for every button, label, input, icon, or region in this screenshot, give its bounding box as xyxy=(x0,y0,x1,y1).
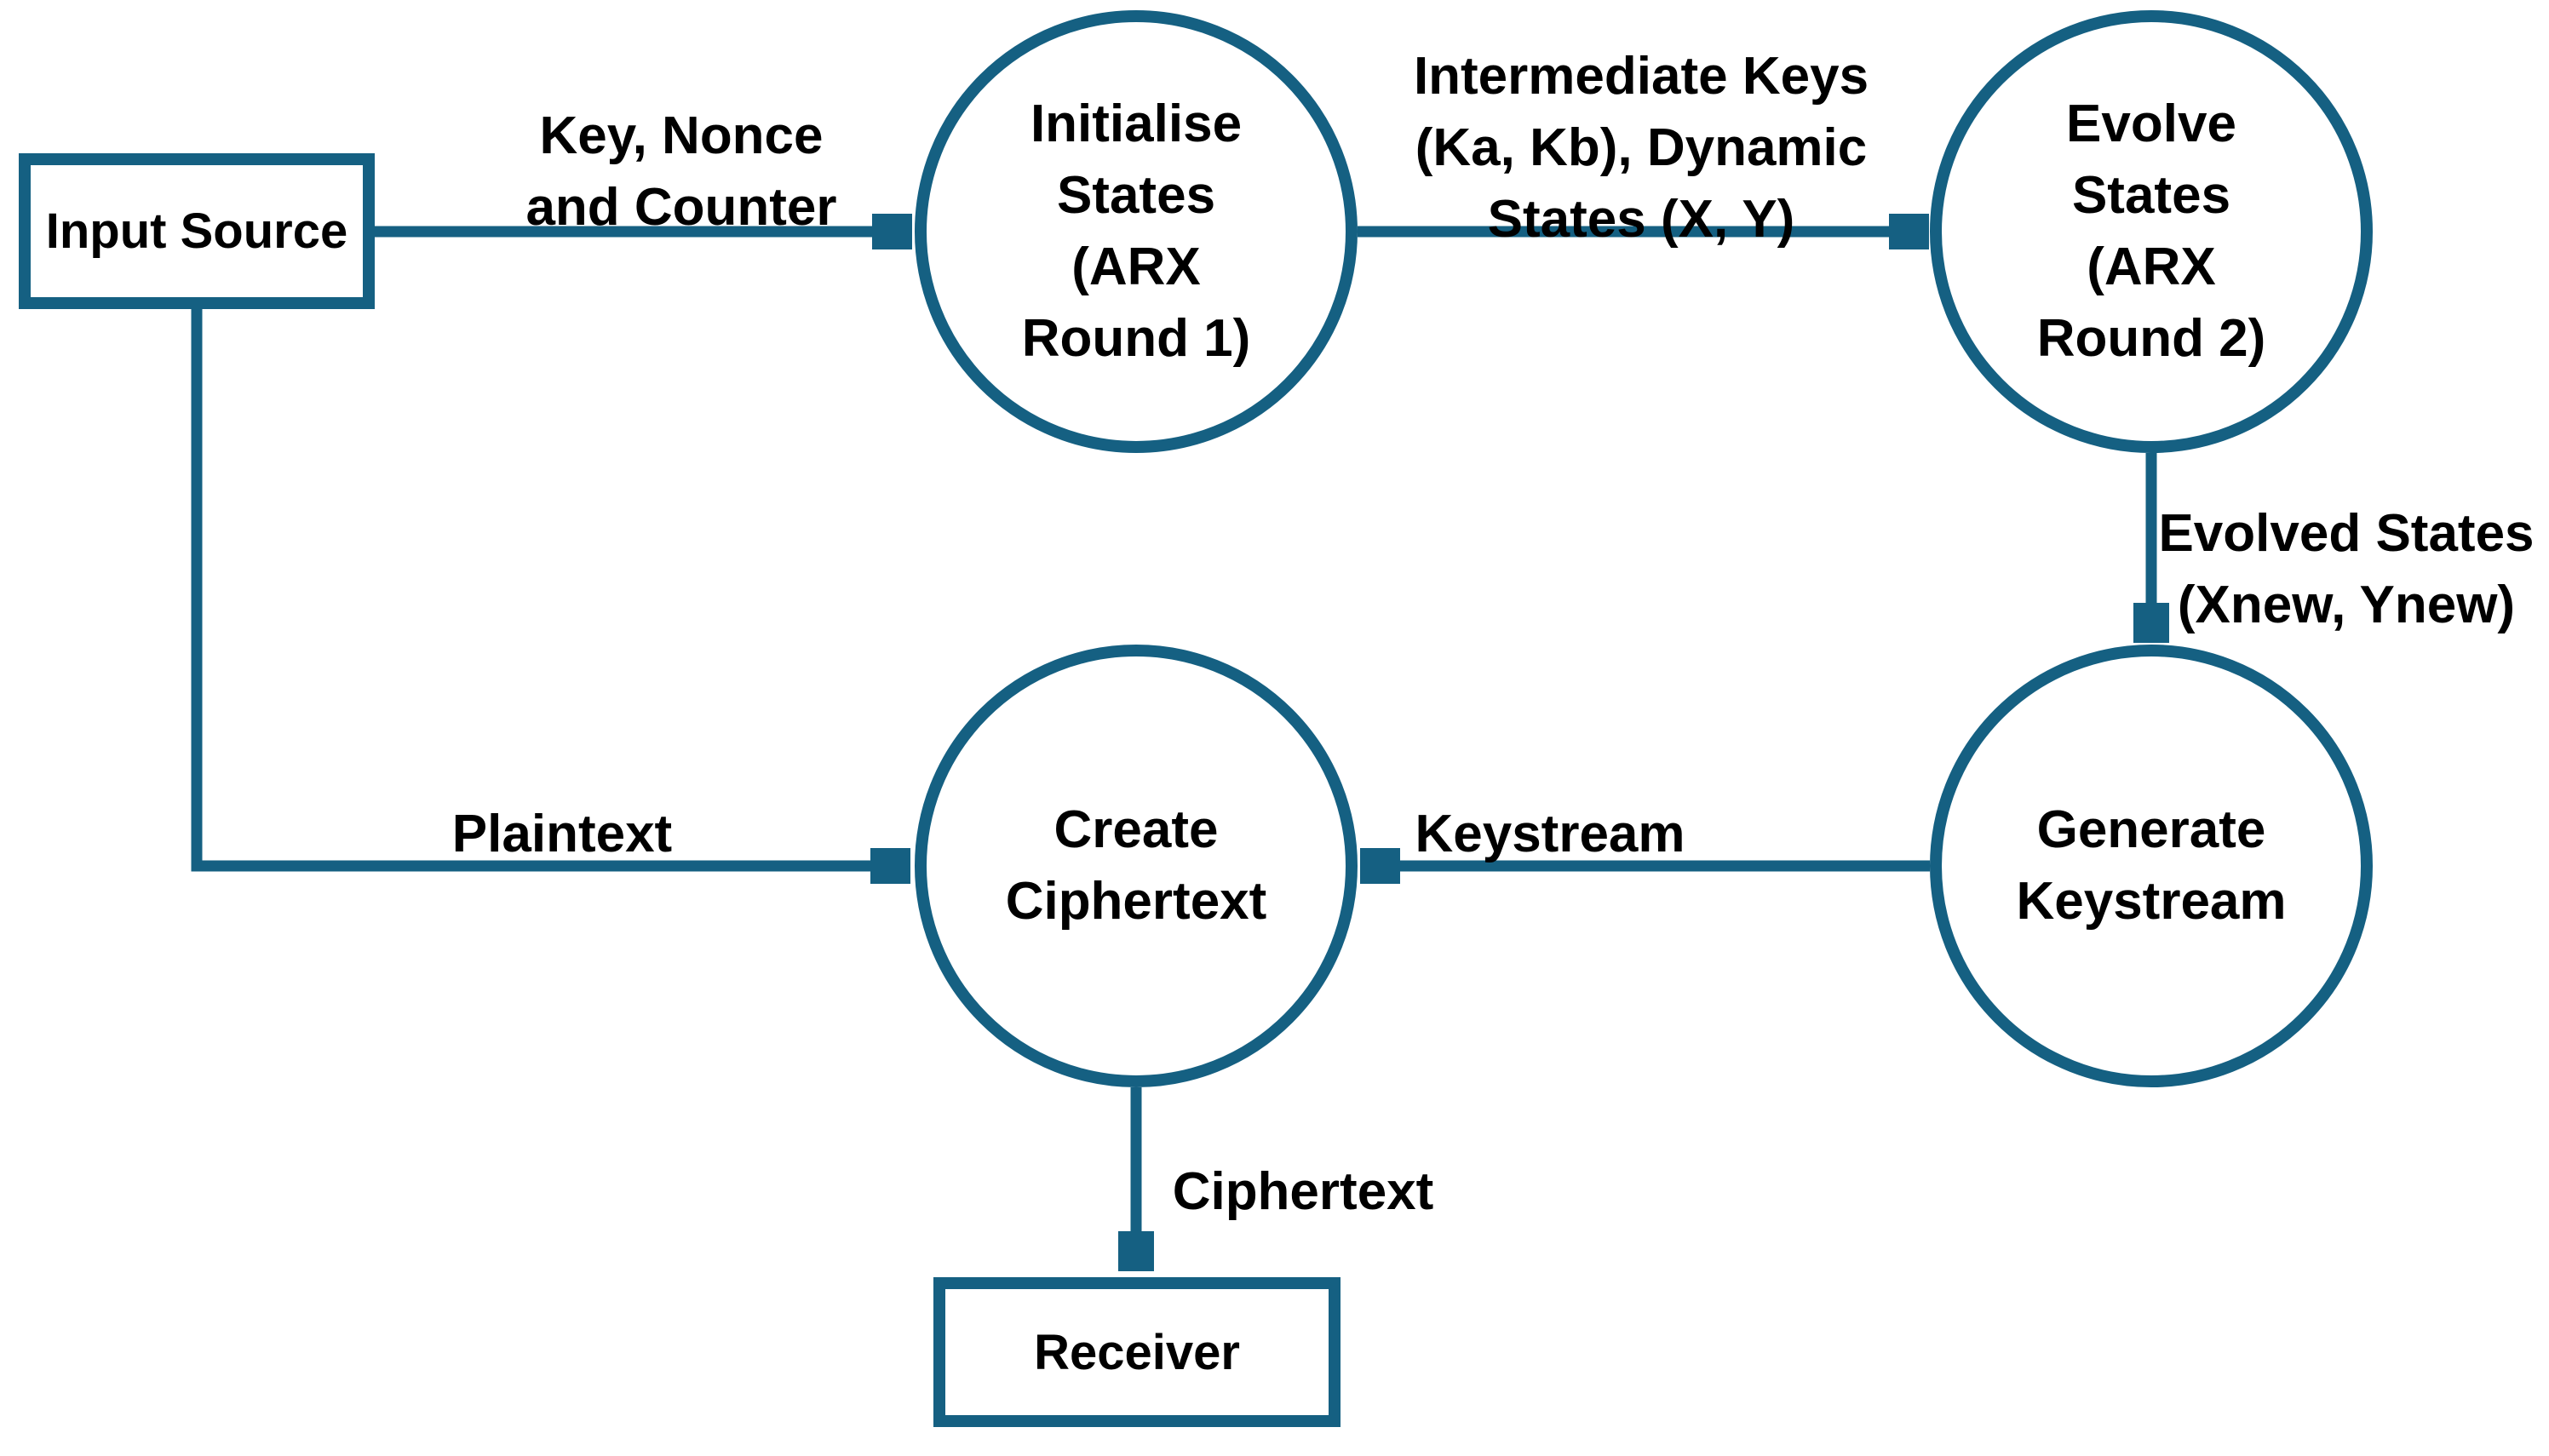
receiver-label: Receiver xyxy=(1034,1324,1240,1380)
receiver-node: Receiver xyxy=(933,1277,1341,1427)
key-nonce-counter-edge-label: Key, Nonce and Counter xyxy=(525,106,837,237)
initialise-states-node: Initialise States (ARX Round 1) xyxy=(915,10,1358,453)
keystream-edge-label: Keystream xyxy=(1415,805,1685,863)
initialise-states-label: Initialise States (ARX Round 1) xyxy=(1021,95,1251,368)
evolve-states-label: Evolve States (ARX Round 2) xyxy=(2036,95,2266,368)
intermediate-keys-edge-label: Intermediate Keys (Ka, Kb), Dynamic Stat… xyxy=(1413,47,1869,249)
input-source-node: Input Source xyxy=(19,153,375,309)
generate-keystream-node: Generate Keystream xyxy=(1930,645,2373,1087)
generate-keystream-label: Generate Keystream xyxy=(2016,800,2287,931)
plaintext-edge-label: Plaintext xyxy=(451,805,673,863)
input-source-label: Input Source xyxy=(45,203,348,259)
evolve-states-node: Evolve States (ARX Round 2) xyxy=(1930,10,2373,453)
arrow-plaintext xyxy=(191,309,903,866)
create-ciphertext-label: Create Ciphertext xyxy=(1005,800,1267,931)
evolved-states-edge-label: Evolved States (Xnew, Ynew) xyxy=(2158,504,2535,634)
ciphertext-edge-label: Ciphertext xyxy=(1172,1162,1434,1221)
